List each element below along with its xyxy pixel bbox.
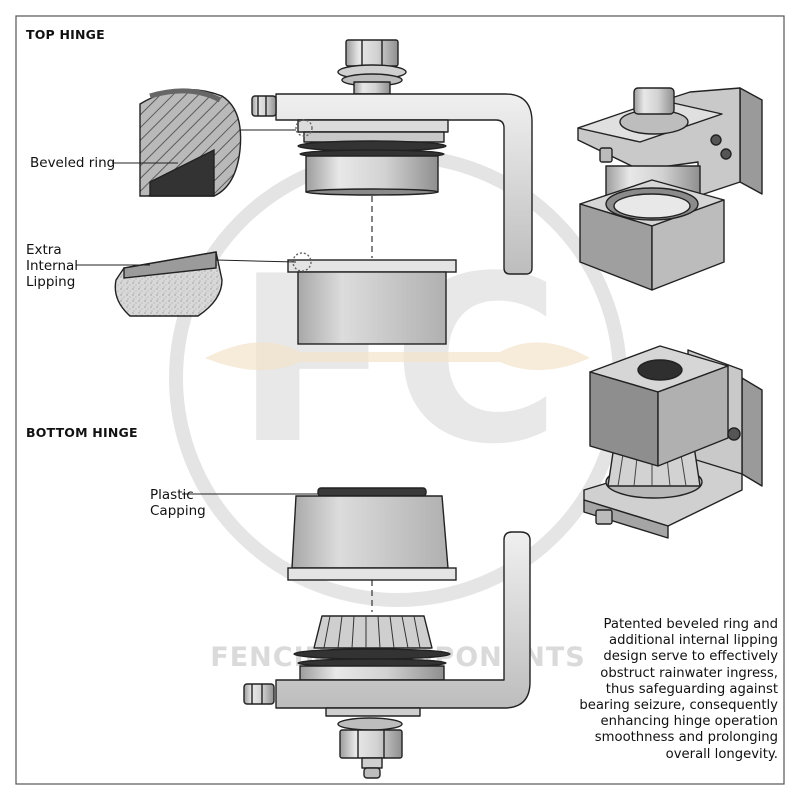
capping-label-line-2: Capping (150, 503, 206, 519)
top-grease-nipple (251, 95, 277, 117)
feature-description: Patented beveled ring and additional int… (553, 617, 778, 763)
extra-internal-lipping-label: Extra Internal Lipping (26, 242, 78, 290)
top-bracket (275, 93, 533, 275)
top-bearing-housing (305, 155, 439, 193)
lipping-label-line-2: Internal (26, 258, 79, 274)
description-line: enhancing hinge operation (600, 714, 778, 730)
description-line: additional internal lipping (609, 633, 778, 649)
top-bolt-head (345, 39, 399, 67)
top-square-cup (287, 252, 457, 345)
bottom-grease-nipple (243, 683, 275, 705)
lipping-section (114, 251, 223, 317)
description-line: bearing seizure, consequently (579, 698, 778, 714)
description-line: smoothness and prolonging (594, 730, 778, 746)
bottom-plastic-cap (287, 487, 457, 581)
description-line: design serve to effectively (603, 649, 778, 665)
top-hinge-title: TOP HINGE (26, 27, 105, 42)
bottom-hinge-3d-view (583, 345, 763, 539)
watermark-ornament (205, 342, 590, 371)
bottom-nut (339, 729, 403, 759)
capping-label-line-1: Plastic (150, 487, 194, 503)
beveled-ring-label: Beveled ring (30, 155, 115, 171)
description-line: thus safeguarding against (605, 681, 778, 697)
bottom-hinge-title: BOTTOM HINGE (26, 425, 138, 440)
beveled-ring-label-line: Beveled ring (30, 155, 116, 171)
bottom-bracket (275, 531, 531, 709)
watermark-logo: FC FENCING COMPONENTS (169, 149, 627, 673)
beveled-ring-section (139, 88, 242, 197)
plastic-capping-label: Plastic Capping (150, 487, 206, 519)
top-hinge-assembly (251, 39, 533, 275)
bottom-tapered-bearing (313, 615, 433, 649)
top-hinge-3d-view (577, 87, 763, 291)
frame-border (15, 15, 785, 785)
lipping-label-line-1: Extra (26, 242, 62, 258)
description-line: Patented beveled ring and (603, 617, 779, 632)
bottom-hinge-assembly (243, 531, 531, 779)
description-line: obstruct rainwater ingress, (600, 665, 778, 681)
lipping-label-line-3: Lipping (26, 274, 76, 290)
description-line: overall longevity. (665, 746, 778, 762)
